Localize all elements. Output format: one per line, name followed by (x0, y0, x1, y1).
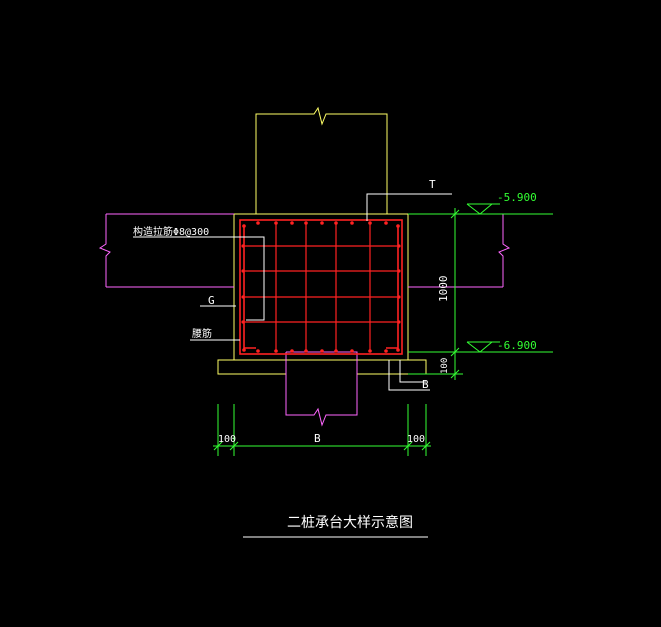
label-rebar-note: 构造拉筋Φ8@300 (133, 225, 209, 238)
label-elev-bottom: -6.900 (497, 339, 537, 352)
label-height-dim: 1000 (437, 276, 450, 303)
label-t: T (429, 178, 436, 191)
label-side-bar: 腰筋 (192, 327, 212, 340)
column-outline (255, 106, 388, 214)
tie-beam-left (98, 213, 234, 288)
rebar-cage (239, 219, 403, 355)
dimension-lines (213, 203, 553, 456)
drawing-title: 二桩承台大样示意图 (287, 514, 413, 531)
label-left-dim: 100 (218, 434, 236, 445)
label-right-dim: 100 (407, 434, 425, 445)
label-b-right: B (422, 378, 429, 391)
pile-outline (285, 351, 358, 427)
label-elev-top: -5.900 (497, 191, 537, 204)
label-cover-dim: 100 (440, 358, 450, 374)
rebar-dots (241, 221, 401, 353)
tie-beam-right (408, 213, 511, 288)
leader-lines (133, 193, 452, 391)
label-g: G (208, 294, 215, 307)
label-b-bottom: B (314, 432, 321, 445)
